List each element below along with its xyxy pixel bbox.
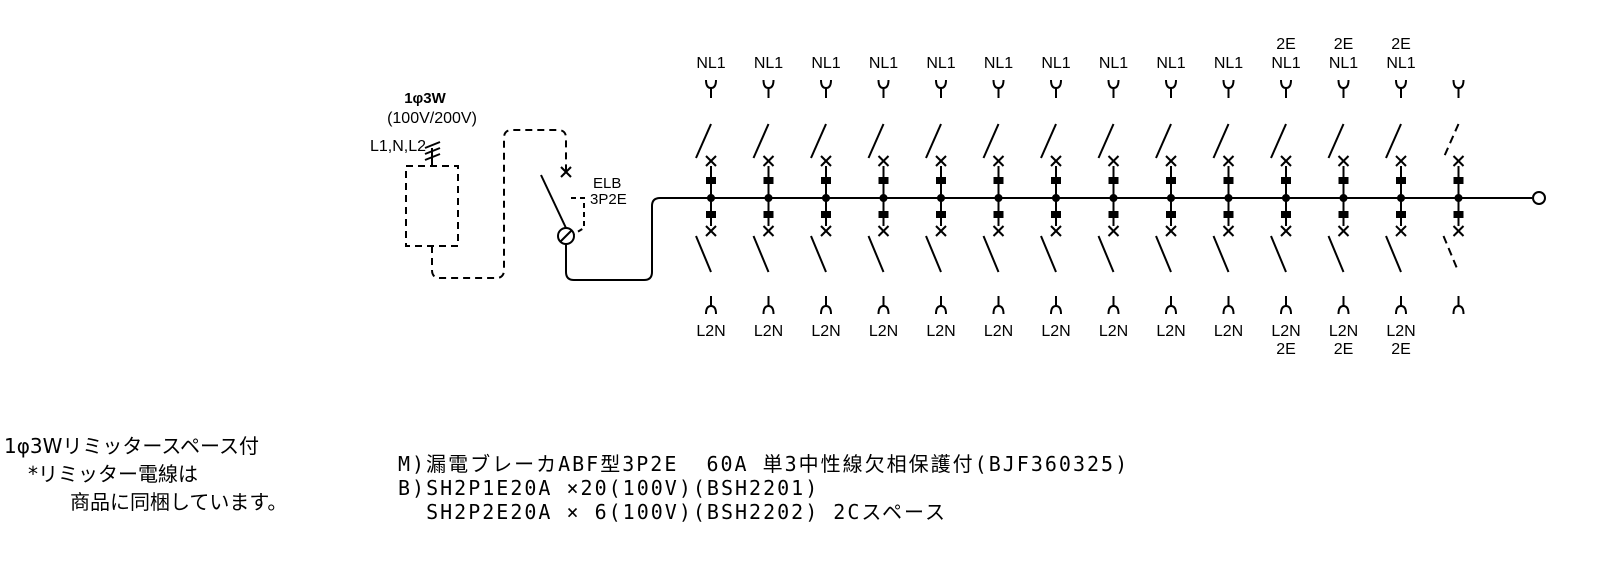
branch-bottom-label: L2N [926,323,955,340]
spec-branch-1e: B)SH2P1E20A ×20(100V)(BSH2201) [398,476,820,500]
supply-conductors-label: L1,N,L2 [370,138,426,155]
branch-breaker [1212,79,1235,315]
supply-phase-label: 1φ3W [404,90,446,107]
branch-top-label: NL1 [1214,55,1243,72]
main-breaker-type: ELB [593,175,621,192]
branch-breaker [752,79,775,315]
branch-top-label: NL1 [1386,55,1415,72]
spare-breaker [1442,79,1465,315]
branch-bottom-label: L2N [1386,323,1415,340]
branch-breaker [1385,79,1407,315]
branch-bottom-label: L2N [754,323,783,340]
branch-bottom-label: L2N [696,323,725,340]
branch-top-label: NL1 [696,55,725,72]
branch-breaker [810,79,832,315]
branch-bottom-label: L2N [1271,323,1300,340]
branch-bottom-label: L2N [1099,323,1128,340]
branch-bottom-label: L2N [1329,323,1358,340]
main-elb-switch [540,166,1546,281]
branch-top-grade: 2E [1334,36,1354,53]
branch-bottom-label: L2N [869,323,898,340]
branch-bottom-grade: 2E [1334,341,1354,358]
branch-top-label: NL1 [1041,55,1070,72]
branch-top-label: NL1 [1329,55,1358,72]
branch-top-label: NL1 [1156,55,1185,72]
note-included: 商品に同梱しています。 [70,490,288,514]
branch-top-label: NL1 [1271,55,1300,72]
branch-breaker [925,79,947,315]
supply-voltage-label: (100V/200V) [387,110,477,127]
branch-breakers [695,79,1465,315]
branch-top-label: NL1 [811,55,840,72]
branch-bottom-label: L2N [1214,323,1243,340]
branch-bottom-label: L2N [1156,323,1185,340]
branch-top-label: NL1 [1099,55,1128,72]
branch-bottom-grade: 2E [1391,341,1411,358]
branch-bottom-grade: 2E [1276,341,1296,358]
main-breaker-poles: 3P2E [590,191,627,208]
branch-top-label: NL1 [984,55,1013,72]
branch-top-label: NL1 [926,55,955,72]
spec-branch-2e: SH2P2E20A × 6(100V)(BSH2202) 2Cスペース [398,500,947,524]
note-limiter-wire: *リミッター電線は [28,462,198,486]
branch-breaker [1040,79,1062,315]
branch-breaker [695,79,717,315]
limiter-wire [431,129,567,279]
branch-top-labels: NL1 NL1 NL1 NL1 NL1 NL1 NL1 NL1 NL1 NL1 2E NL1 2E NL1… [696,36,1415,72]
branch-bottom-label: L2N [984,323,1013,340]
branch-breaker [982,79,1005,315]
branch-top-label: NL1 [869,55,898,72]
branch-top-label: NL1 [754,55,783,72]
three-wire-mark [424,141,441,161]
branch-breaker [1327,79,1350,315]
branch-breaker [1155,79,1177,315]
branch-top-grade: 2E [1276,36,1296,53]
branch-top-grade: 2E [1391,36,1411,53]
branch-breaker [1097,79,1120,315]
branch-bottom-label: L2N [811,323,840,340]
branch-breaker [867,79,890,315]
branch-breaker [1270,79,1292,315]
spec-main-breaker: M)漏電ブレーカABF型3P2E 60A 単3中性線欠相保護付(BJF36032… [398,452,1130,476]
limiter-space-box [405,165,459,247]
note-limiter-space: 1φ3Wリミッタースペース付 [4,434,260,458]
branch-bottom-label: L2N [1041,323,1070,340]
